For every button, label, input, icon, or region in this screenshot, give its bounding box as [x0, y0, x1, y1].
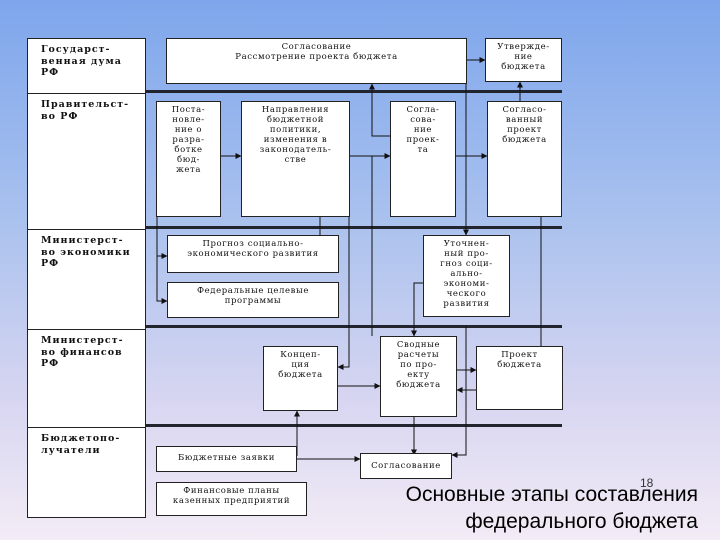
financial-plans-box: Финансовые планы казенных предприятий: [156, 482, 307, 516]
row-label-state-duma: Государст- венная дума РФ: [27, 38, 146, 94]
lane-divider: [146, 90, 562, 93]
project-agreement-box: Согла- сова- ние проек- та: [390, 101, 456, 217]
recipients-agreement-box: Согласование: [360, 453, 452, 479]
refined-forecast-box: Уточнен- ный про- гноз соци- ально- экон…: [423, 235, 510, 317]
row-label-ministry-economy: Министерст- во экономики РФ: [27, 229, 146, 330]
agreed-project-box: Согласо- ванный проект бюджета: [487, 101, 562, 217]
budget-requests-box: Бюджетные заявки: [156, 446, 297, 472]
budget-approval-box: Утвержде- ние бюджета: [485, 38, 562, 82]
row-label-ministry-finance: Министерст- во финансов РФ: [27, 329, 146, 428]
lane-divider: [146, 226, 562, 229]
target-programs-box: Федеральные целевые программы: [167, 282, 339, 318]
budget-project-box: Проект бюджета: [476, 346, 563, 410]
page-number: 18: [640, 476, 654, 490]
lane-divider: [146, 424, 562, 427]
row-label-budget-recipients: Бюджетопо- лучатели: [27, 427, 146, 518]
lane-divider: [146, 325, 562, 328]
consolidated-calculations-box: Сводные расчеты по про- екту бюджета: [380, 336, 457, 417]
socio-economic-forecast-box: Прогноз социально- экономического развит…: [167, 235, 339, 273]
budget-concept-box: Концеп- ция бюджета: [263, 346, 338, 411]
duma-review-box: Согласование Рассмотрение проекта бюджет…: [166, 38, 467, 84]
resolution-box: Поста- новле- ние о разра- ботке бюд- же…: [156, 101, 221, 217]
slide-title: Основные этапы составления федерального …: [405, 483, 698, 533]
policy-directions-box: Направления бюджетной политики, изменени…: [241, 101, 350, 217]
row-label-government: Правительст- во РФ: [27, 93, 146, 230]
